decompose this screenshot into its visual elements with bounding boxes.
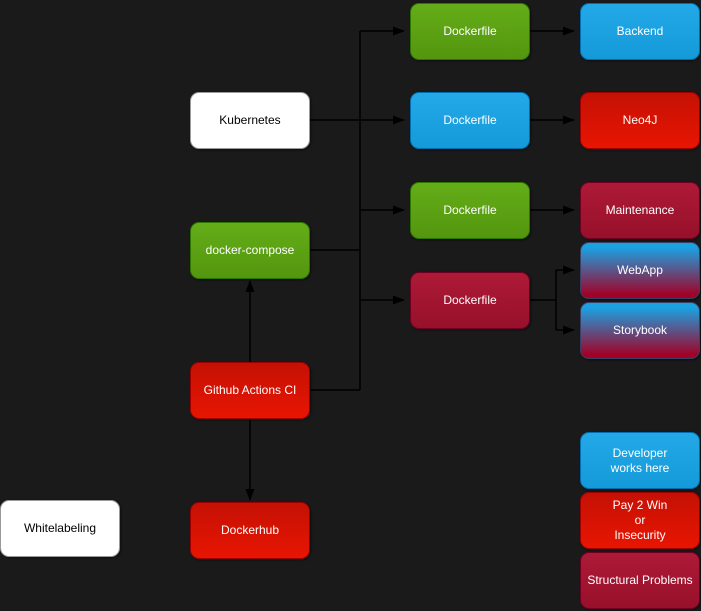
node-structural-problems[interactable]: Structural Problems: [580, 552, 700, 609]
node-neo4j[interactable]: Neo4J: [580, 92, 700, 149]
edge-dockerfile-to-webapp-storybook: [530, 265, 575, 335]
node-backend[interactable]: Backend: [580, 3, 700, 60]
node-dockerfile-webapp[interactable]: Dockerfile: [410, 272, 530, 329]
node-maintenance-label: Maintenance: [605, 203, 675, 217]
node-docker-compose-label: docker-compose: [205, 243, 295, 257]
node-docker-compose[interactable]: docker-compose: [190, 222, 310, 279]
node-backend-label: Backend: [616, 24, 664, 38]
node-developer-works-here[interactable]: Developer works here: [580, 432, 700, 489]
node-neo4j-label: Neo4J: [622, 113, 658, 127]
node-dockerfile-neo4j[interactable]: Dockerfile: [410, 92, 530, 149]
node-webapp-label: WebApp: [617, 263, 663, 277]
node-dockerfile-backend[interactable]: Dockerfile: [410, 3, 530, 60]
node-whitelabeling-label: Whitelabeling: [23, 521, 97, 535]
node-maintenance[interactable]: Maintenance: [580, 182, 700, 239]
node-dockerhub-label: Dockerhub: [220, 523, 280, 537]
node-dockerfile-webapp-label: Dockerfile: [443, 293, 497, 307]
node-pay-2-win-label: Pay 2 Win or Insecurity: [612, 498, 668, 542]
node-dockerfile-maintenance[interactable]: Dockerfile: [410, 182, 530, 239]
node-storybook-label: Storybook: [612, 323, 668, 337]
node-dockerfile-maintenance-label: Dockerfile: [443, 203, 497, 217]
node-dockerhub[interactable]: Dockerhub: [190, 502, 310, 559]
node-webapp[interactable]: WebApp: [580, 242, 700, 299]
node-dockerfile-backend-label: Dockerfile: [443, 24, 497, 38]
edge-bus-to-dockerfiles: [360, 26, 405, 305]
node-storybook[interactable]: Storybook: [580, 302, 700, 359]
node-github-actions-ci[interactable]: Github Actions CI: [190, 362, 310, 419]
node-kubernetes[interactable]: Kubernetes: [190, 92, 310, 149]
node-developer-works-here-label: Developer works here: [610, 445, 670, 475]
node-structural-problems-label: Structural Problems: [587, 573, 693, 587]
node-github-actions-ci-label: Github Actions CI: [203, 383, 297, 397]
node-pay-2-win[interactable]: Pay 2 Win or Insecurity: [580, 492, 700, 549]
node-kubernetes-label: Kubernetes: [219, 113, 281, 127]
node-dockerfile-neo4j-label: Dockerfile: [443, 113, 497, 127]
node-whitelabeling[interactable]: Whitelabeling: [0, 500, 120, 557]
edge-bus-trunk: [310, 31, 361, 391]
